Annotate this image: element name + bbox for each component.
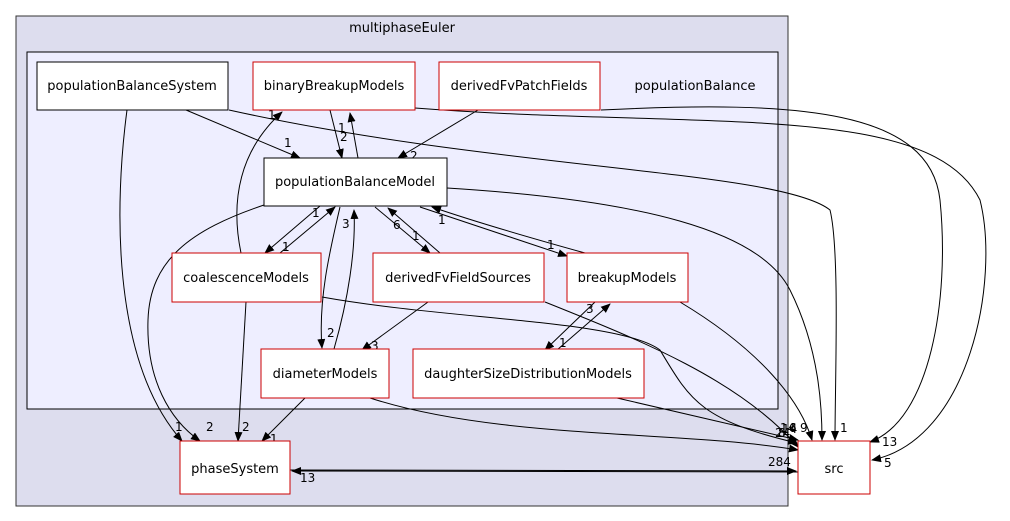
edge-dfpf-pbm [397,109,479,159]
edge-dfs-pbm [387,207,441,254]
edge-dfs-src [544,301,799,448]
cluster-populationBalance-label: populationBalance [634,79,755,94]
edge-label-coal-src: 8 [778,426,786,440]
edge-coal-phase [234,301,247,442]
edge-pbm-dfs [374,206,431,254]
edge-label-dfs-src: 14 [780,421,795,435]
edge-dfs-diam [361,301,429,351]
edge-dsd-break [556,303,611,351]
edge-label-dfpf-pbm: 2 [410,149,418,163]
node-breakupModels[interactable]: breakupModels [566,252,689,303]
edge-label-break-pbm: 1 [438,213,446,227]
edge-dsd-src [616,397,799,442]
node-phaseSystem-label: phaseSystem [191,462,279,477]
edge-diam-pbm [333,209,359,350]
node-coalescenceModels-label: coalescenceModels [183,271,309,286]
edge-label-dfpf-src: 13 [882,435,897,449]
edge-pbm-break [419,206,568,257]
edge-diam-phase [261,397,306,442]
node-breakupModels-label: breakupModels [578,271,677,286]
edge-pbm-phase [147,204,265,442]
edge-label-break-dsd: 1 [559,336,567,350]
edge-label-diam-src: 24 [775,426,790,440]
edge-label-dsd-break: 3 [586,302,594,316]
edge-label-dfs-diam: 3 [371,339,379,353]
edge-pbs-pbm [185,109,301,159]
edge-label-pbs-pbm: 1 [284,136,292,150]
edge-diam-src [369,397,799,453]
edge-pbm-src [446,187,826,441]
node-daughterSizeDistributionModels[interactable]: daughterSizeDistributionModels [412,348,645,399]
edge-label-pbm-coal: 1 [282,240,290,254]
node-derivedFvPatchFields[interactable]: derivedFvPatchFields [438,61,601,111]
node-derivedFvFieldSources[interactable]: derivedFvFieldSources [372,252,545,303]
edge-label-dfs-pbm: 1 [412,229,420,243]
node-phaseSystem[interactable]: phaseSystem [179,440,291,495]
node-populationBalanceSystem[interactable]: populationBalanceSystem [36,61,229,111]
edge-label-pbm-phase: 2 [206,420,214,434]
node-derivedFvPatchFields-label: derivedFvPatchFields [451,79,588,94]
edge-bbm-src [414,107,987,463]
edge-label-pbs-src: 1 [840,421,848,435]
edge-label-pbs-phase: 1 [175,420,183,434]
edge-coal-pbm [279,206,336,254]
edge-label-pbm-break: 1 [547,238,555,252]
edge-bbm-pbm [329,109,344,159]
edge-pbm-bbm [347,112,359,159]
edge-label-coal-bbm: 1 [268,108,276,122]
edge-pbs-src [228,109,840,441]
edge-break-src [679,301,814,441]
node-populationBalanceSystem-label: populationBalanceSystem [47,79,217,94]
edge-pbm-diam [317,206,341,349]
node-derivedFvFieldSources-label: derivedFvFieldSources [385,271,531,286]
node-diameterModels[interactable]: diameterModels [260,348,390,399]
edge-pbm-coal [264,205,321,254]
node-src-label: src [825,462,844,477]
node-binaryBreakupModels-label: binaryBreakupModels [264,79,405,94]
edge-break-pbm [431,206,586,254]
edge-label-phase-src: 284 [768,455,791,469]
edge-phase-src [289,466,797,475]
node-diameterModels-label: diameterModels [273,367,378,382]
edge-label-dsd-src: 14 [782,422,797,436]
edge-label-bbm-pbm: 2 [340,130,348,144]
edge-coal-src [321,296,798,445]
cluster-multiphaseEuler-label: multiphaseEuler [349,21,456,36]
edge-label-coal-phase: 2 [242,420,250,434]
edge-label-pbm-src: 9 [800,421,808,435]
edge-label-diam-pbm: 3 [342,217,350,231]
node-populationBalanceModel[interactable]: populationBalanceModel [263,157,448,207]
edge-pbs-phase [119,109,183,442]
edge-label-pbm-bbm: 1 [338,121,346,135]
edge-label-pbm-dfs: 6 [393,218,401,232]
edge-label-pbm-diam: 2 [327,326,335,340]
node-binaryBreakupModels[interactable]: binaryBreakupModels [252,61,416,111]
node-populationBalanceModel-label: populationBalanceModel [275,175,435,190]
node-src[interactable]: src [797,440,871,495]
node-daughterSizeDistributionModels-label: daughterSizeDistributionModels [424,367,632,382]
edge-coal-bbm [236,111,283,254]
edge-label-coal-pbm: 1 [312,206,320,220]
edge-label-bbm-src: 5 [884,456,892,470]
node-coalescenceModels[interactable]: coalescenceModels [171,252,322,303]
edge-dfpf-src [600,106,943,443]
edge-label-break-src: 6 [789,421,797,435]
edge-label-diam-phase: 1 [270,432,278,446]
edge-src-phase [291,467,799,476]
edge-label-src-phase: 13 [300,471,315,485]
edge-break-dsd [544,301,596,351]
